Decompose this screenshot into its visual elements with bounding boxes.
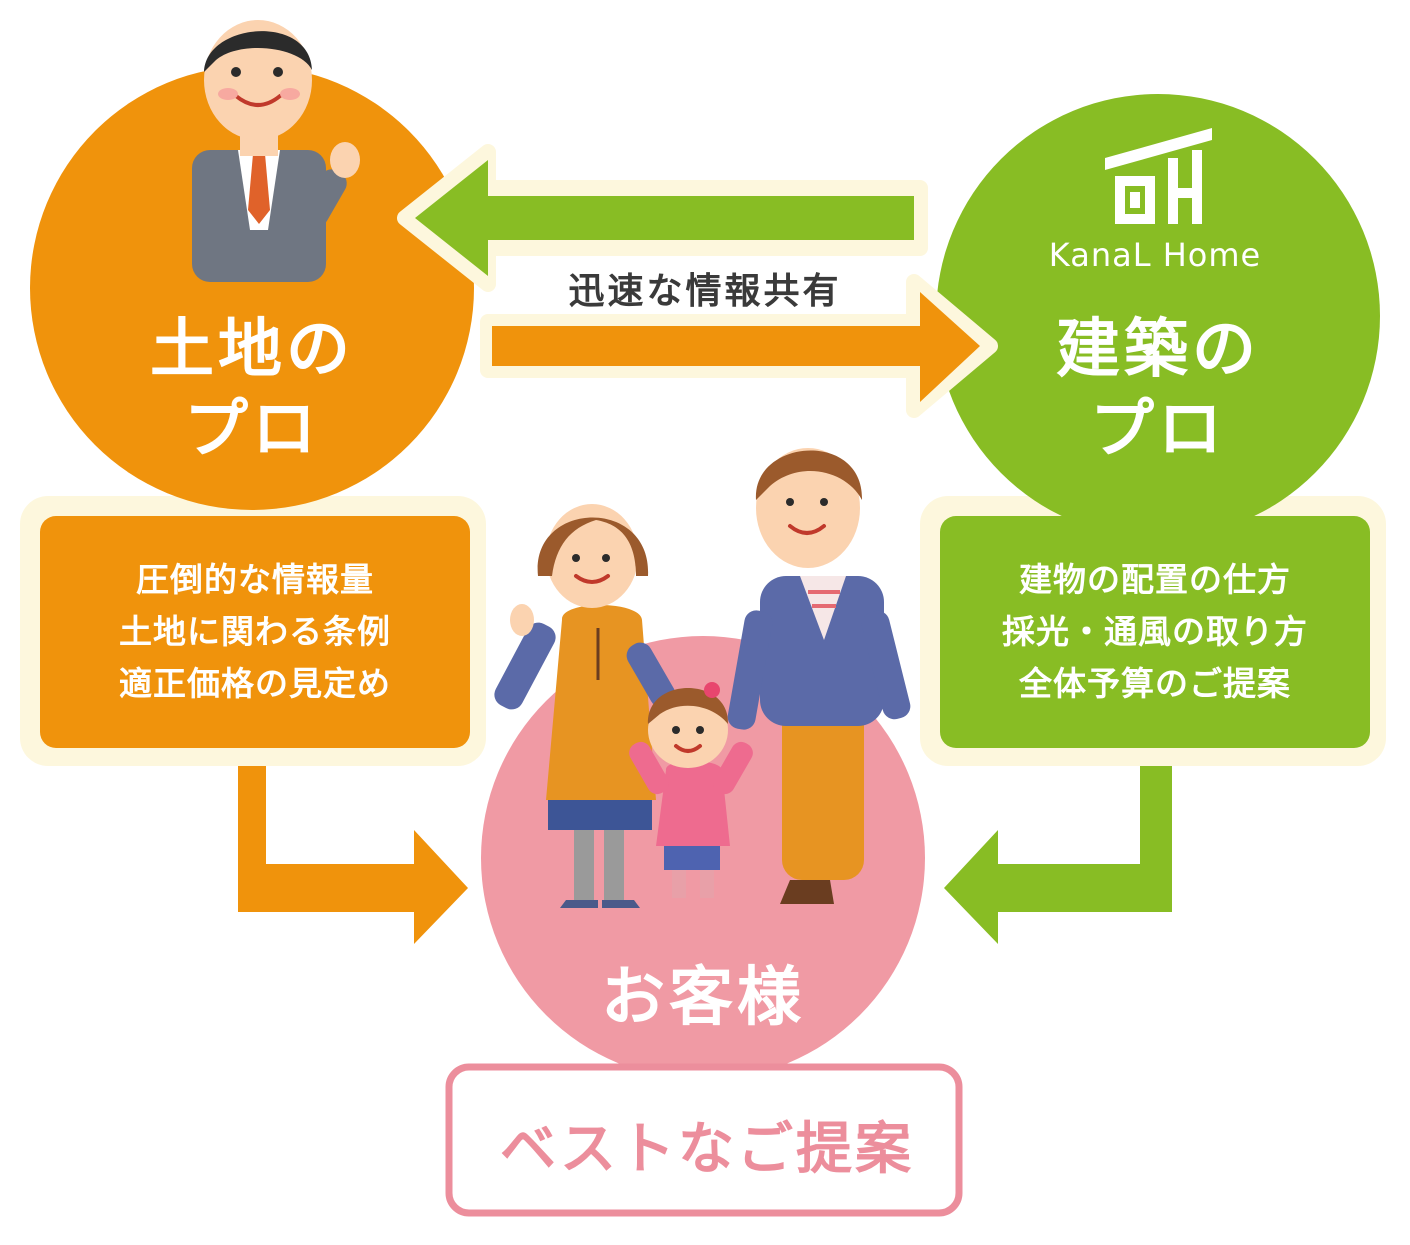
land-pro-title-line1: 土地の: [150, 313, 354, 387]
family-icon: [494, 448, 911, 908]
info-share-label: 迅速な情報共有: [568, 271, 842, 312]
land-pro-point: 適正価格の見定め: [119, 664, 391, 703]
building-pro-title-line2: プロ: [1090, 393, 1226, 467]
best-proposal-label: ベストなご提案: [499, 1117, 915, 1182]
land-pro-title-line2: プロ: [184, 393, 320, 467]
arrow-land-to-customer: [238, 766, 468, 944]
building-pro-points: 建物の配置の仕方 採光・通風の取り方 全体予算のご提案: [940, 554, 1370, 710]
building-pro-title: 建築の プロ: [1008, 310, 1308, 470]
building-pro-point: 採光・通風の取り方: [1002, 612, 1308, 651]
result-box: [445, 1063, 963, 1217]
building-pro-box: [940, 516, 1370, 748]
building-pro-point: 全体予算のご提案: [1019, 664, 1291, 703]
land-pro-circle: [30, 66, 474, 510]
building-pro-title-line1: 建築の: [1056, 313, 1260, 387]
arrow-building-to-customer: [944, 766, 1172, 944]
customer-title: お客様: [601, 961, 805, 1035]
land-pro-title: 土地の プロ: [102, 310, 402, 470]
land-pro-point: 圧倒的な情報量: [136, 560, 374, 599]
arrow-left-green: [397, 144, 928, 292]
arrow-right-orange: [480, 274, 998, 418]
land-pro-box: [40, 516, 470, 748]
building-pro-circle: [936, 94, 1380, 538]
land-pro-points: 圧倒的な情報量 土地に関わる条例 適正価格の見定め: [40, 554, 470, 710]
businessman-icon: [192, 20, 360, 282]
building-pro-point: 建物の配置の仕方: [1019, 560, 1291, 599]
land-pro-point: 土地に関わる条例: [119, 612, 391, 651]
kanal-home-logo-icon: [1105, 128, 1212, 224]
kanal-home-logo-text: KanaL Home: [1048, 236, 1262, 274]
